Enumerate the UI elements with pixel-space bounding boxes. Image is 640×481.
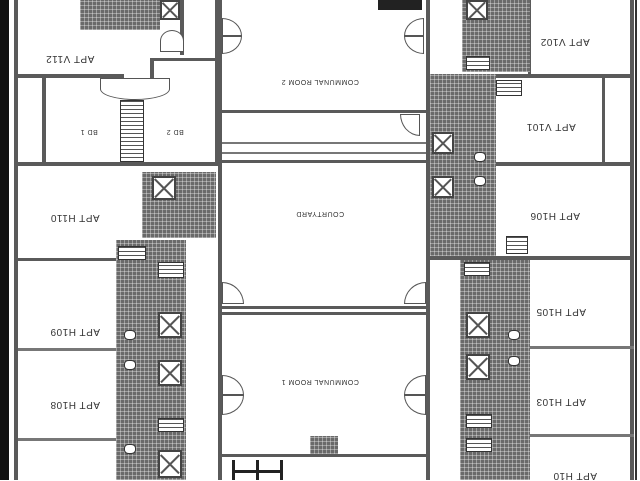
room-label-courtyard: COURTYARD [295,210,345,217]
door-communal2-left[interactable] [222,18,242,36]
wall-v112-bd [14,74,124,78]
shower-h106 [432,176,454,198]
door-courtyard-left[interactable] [222,282,244,304]
door-communal2-left-b[interactable] [222,36,242,54]
wall-h106-h105 [430,256,634,260]
wall-v102-v101 [496,74,634,78]
room-label-apt-partial: APT H10 [553,470,597,481]
wall-bd-left [42,78,46,164]
wall-v112-top-right [150,58,218,61]
counter-v102 [466,56,490,70]
wall-communal1-top [222,312,426,315]
counter-h102 [466,438,492,452]
door-v112-entry[interactable] [100,78,170,100]
door-v112-closet[interactable] [160,30,184,52]
door-communal1-left-b[interactable] [222,395,244,415]
shower-v101 [432,132,454,154]
toilet-h106 [474,176,486,186]
wall-center-left [218,0,222,480]
room-label-apt-v101: APT V101 [526,121,576,132]
counter-h105 [464,262,490,276]
wall-corridor-line-1 [222,142,426,144]
wall-h109-h108 [18,348,118,351]
bath-column-right-bottom [460,260,530,480]
wall-left-outer [14,0,18,480]
communal1-bottom-box-base [232,470,283,473]
room-label-apt-h103: APT H103 [536,396,586,407]
shower-v112 [160,0,180,20]
wall-courtyard-top [222,160,426,163]
shower-h105 [466,312,490,338]
shower-h107 [158,450,182,478]
door-communal2-right[interactable] [404,18,424,36]
wall-v112-entry [150,58,154,78]
wall-communal1-bottom [222,454,426,457]
counter-v101 [496,80,522,96]
door-communal2-corridor[interactable] [400,114,420,136]
wall-bd2-right [215,0,219,166]
kitchen-v101 [430,74,496,128]
communal1-fixture [310,436,338,454]
door-communal1-left[interactable] [222,375,244,395]
door-communal1-right-b[interactable] [404,395,426,415]
room-label-apt-h108: APT H108 [50,399,100,410]
wall-h108-next [18,438,118,441]
room-label-apt-h106: APT H106 [530,210,580,221]
wall-h105-h103 [460,346,634,349]
room-label-communal-room-2: COMMUNAL ROOM 2 [281,78,359,85]
wall-courtyard-bottom [222,306,426,309]
counter-h110 [118,246,146,260]
toilet-h105 [508,330,520,340]
image-border-left [0,0,9,480]
room-label-apt-h110: APT H110 [50,212,100,223]
wall-communal2-bottom [222,110,426,113]
shower-h110 [152,176,176,200]
shower-v102 [466,0,488,20]
counter-h109 [158,262,184,278]
wall-h103-next [460,434,634,437]
room-label-apt-h105: APT H105 [536,306,586,317]
wall-corridor-line-2 [222,152,426,154]
toilet-h103 [508,356,520,366]
wall-v101-h106 [496,162,634,166]
counter-h108 [158,418,184,432]
door-communal1-right[interactable] [404,375,426,395]
wall-bd-h110 [14,162,219,166]
toilet-h108 [124,360,136,370]
wall-top-center-box [378,0,422,10]
toilet-h109 [124,330,136,340]
toilet-v101 [474,152,486,162]
room-label-apt-v112: APT V112 [45,53,95,64]
kitchen-v112 [80,0,160,30]
door-communal2-right-b[interactable] [404,36,424,54]
bd-closet [120,100,144,162]
toilet-h107 [124,444,136,454]
room-label-communal-room-1: COMMUNAL ROOM 1 [281,378,359,385]
wall-right-outer [630,0,634,480]
room-label-bd-2: BD 2 [166,128,184,135]
room-label-apt-v102: APT V102 [540,36,590,47]
door-courtyard-right[interactable] [404,282,426,304]
wall-v112-core [180,0,184,55]
wall-center-right [426,0,430,480]
shower-h103 [466,354,490,380]
wall-h110-h109 [14,258,124,261]
wall-v101-right [602,78,605,164]
room-label-bd-1: BD 1 [80,128,98,135]
room-label-apt-h109: APT H109 [50,326,100,337]
counter-h103 [466,414,492,428]
shower-h108 [158,360,182,386]
image-border-right [635,0,640,480]
shower-h109 [158,312,182,338]
counter-h106 [506,236,528,254]
